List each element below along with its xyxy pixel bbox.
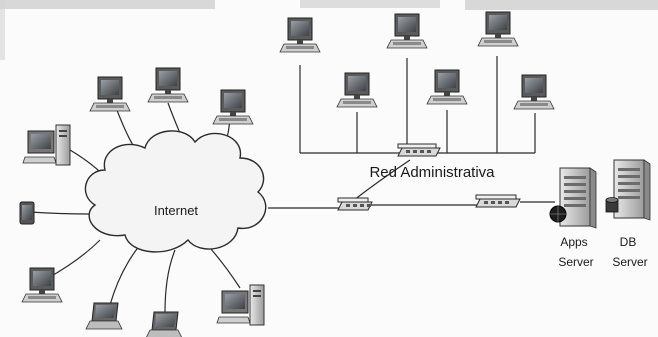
link-client-i [209,247,241,289]
red-administrativa-label: Red Administrativa [369,164,495,181]
admin-pc-2 [386,13,428,49]
internet-client-tablet-e [19,201,35,225]
internet-client-laptop-h [146,311,182,337]
devices [19,11,651,337]
edge-router [337,197,373,211]
admin-pc-1 [279,17,321,53]
link-client-h [164,249,176,313]
admin-pc-4 [336,72,378,108]
db-server-label-line2: Server [612,255,647,269]
internet-client-tower-d [22,124,71,166]
link-client-f [47,239,101,279]
internet-client-pc-f [21,267,63,303]
database-badge-icon [605,197,619,213]
apps-server [549,167,597,229]
db-server-label-line1: DB [620,235,637,249]
internet-client-pc-a [89,76,131,112]
cloud-icon [84,130,267,253]
admin-network-hub [397,143,441,157]
internet-client-pc-b [147,67,189,103]
link-client-e [29,211,91,215]
server-switch [475,194,521,208]
admin-pc-3 [477,11,519,47]
internet-label: Internet [154,203,198,218]
admin-pc-6 [513,74,555,110]
apps-server-label-line2: Server [558,255,593,269]
internet-client-laptop-g [85,302,123,330]
db-server [605,159,651,221]
link-client-g [109,244,141,306]
internet-client-tower-i [216,284,265,326]
apps-server-label-line1: Apps [560,235,587,249]
internet-cloud: Internet [84,130,267,253]
admin-pc-5 [426,69,468,105]
link-hub-bus [353,159,411,201]
internet-client-pc-c [212,89,254,125]
scan-artifacts [0,0,658,60]
